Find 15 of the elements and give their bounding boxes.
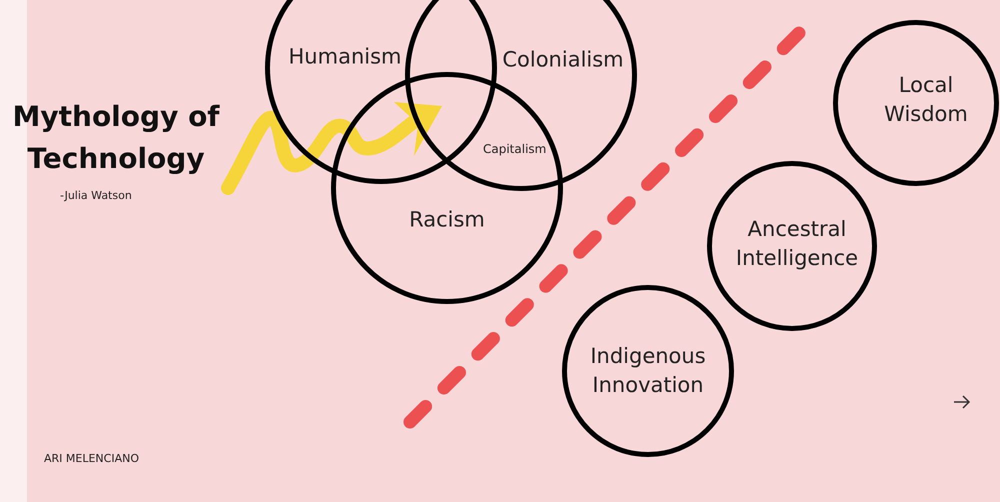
circle <box>562 285 734 457</box>
circle-label: Ancestral Intelligence <box>734 216 860 272</box>
circle <box>331 72 563 304</box>
presenter-name: ARI MELENCIANO <box>44 452 139 465</box>
circle-label: Colonialism <box>502 46 624 74</box>
circle <box>833 20 999 186</box>
circle <box>707 161 877 331</box>
author-credit: -Julia Watson <box>60 189 132 202</box>
circle-label: Humanism <box>288 44 402 70</box>
circle-label: Indigenous Innovation <box>589 343 707 399</box>
circle <box>405 0 637 191</box>
circle-label: Racism <box>409 206 485 234</box>
overlap-label: Capitalism <box>483 142 546 156</box>
slide-title: Mythology of Technology <box>12 99 221 177</box>
circle-label: Local Wisdom <box>883 72 969 128</box>
